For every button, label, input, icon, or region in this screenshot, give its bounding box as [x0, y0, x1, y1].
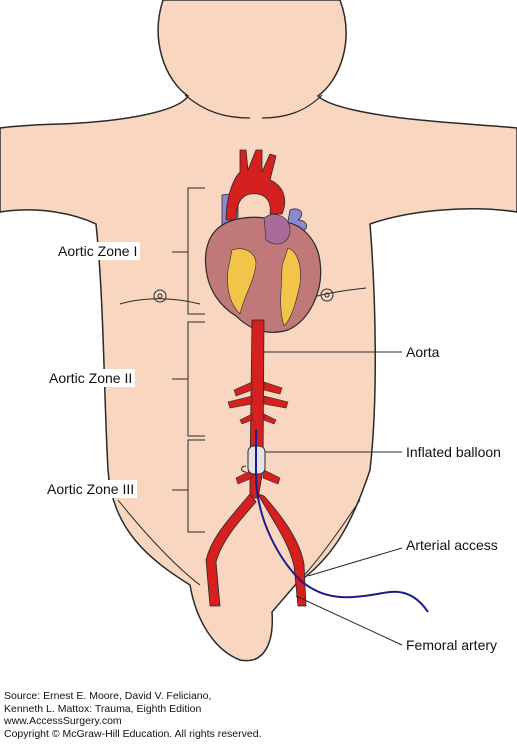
source-link[interactable]: www.AccessSurgery.com [4, 715, 122, 728]
heart-fat-left [227, 248, 257, 315]
heart-fat-right [280, 247, 301, 327]
arterial-access-label: Arterial access [406, 537, 498, 553]
heart-atrium [263, 214, 291, 245]
visceral-branches [227, 381, 289, 485]
balloon-tip-mark [241, 465, 247, 473]
zone-brackets [172, 187, 205, 533]
nipple-right [320, 288, 334, 302]
copyright-line: Copyright © McGraw-Hill Education. All r… [4, 727, 262, 740]
groin-line-left [117, 499, 201, 586]
aorta-label: Aorta [406, 344, 440, 360]
source-line-2: Kenneth L. Mattox: Trauma, Eighth Editio… [4, 702, 202, 715]
neck-line-left [184, 94, 251, 119]
neck-line-right [261, 94, 323, 119]
right-iliac-artery [257, 493, 307, 607]
chest-line-left [119, 298, 201, 305]
aortic-arch [225, 149, 286, 221]
balloon-label: Inflated balloon [406, 444, 501, 460]
zone-1-label: Aortic Zone I [55, 242, 141, 260]
nipple-left [153, 289, 167, 303]
source-line-1: Source: Ernest E. Moore, David V. Felici… [4, 690, 212, 702]
source-credit: Source: Ernest E. Moore, David V. Felici… [4, 690, 262, 740]
catheter [255, 430, 429, 613]
femoral-artery-label: Femoral artery [406, 637, 498, 653]
zone-2-label: Aortic Zone II [46, 369, 136, 387]
left-iliac-artery [205, 493, 257, 607]
callout-lines [264, 351, 403, 646]
zone-3-label: Aortic Zone III [44, 480, 138, 498]
